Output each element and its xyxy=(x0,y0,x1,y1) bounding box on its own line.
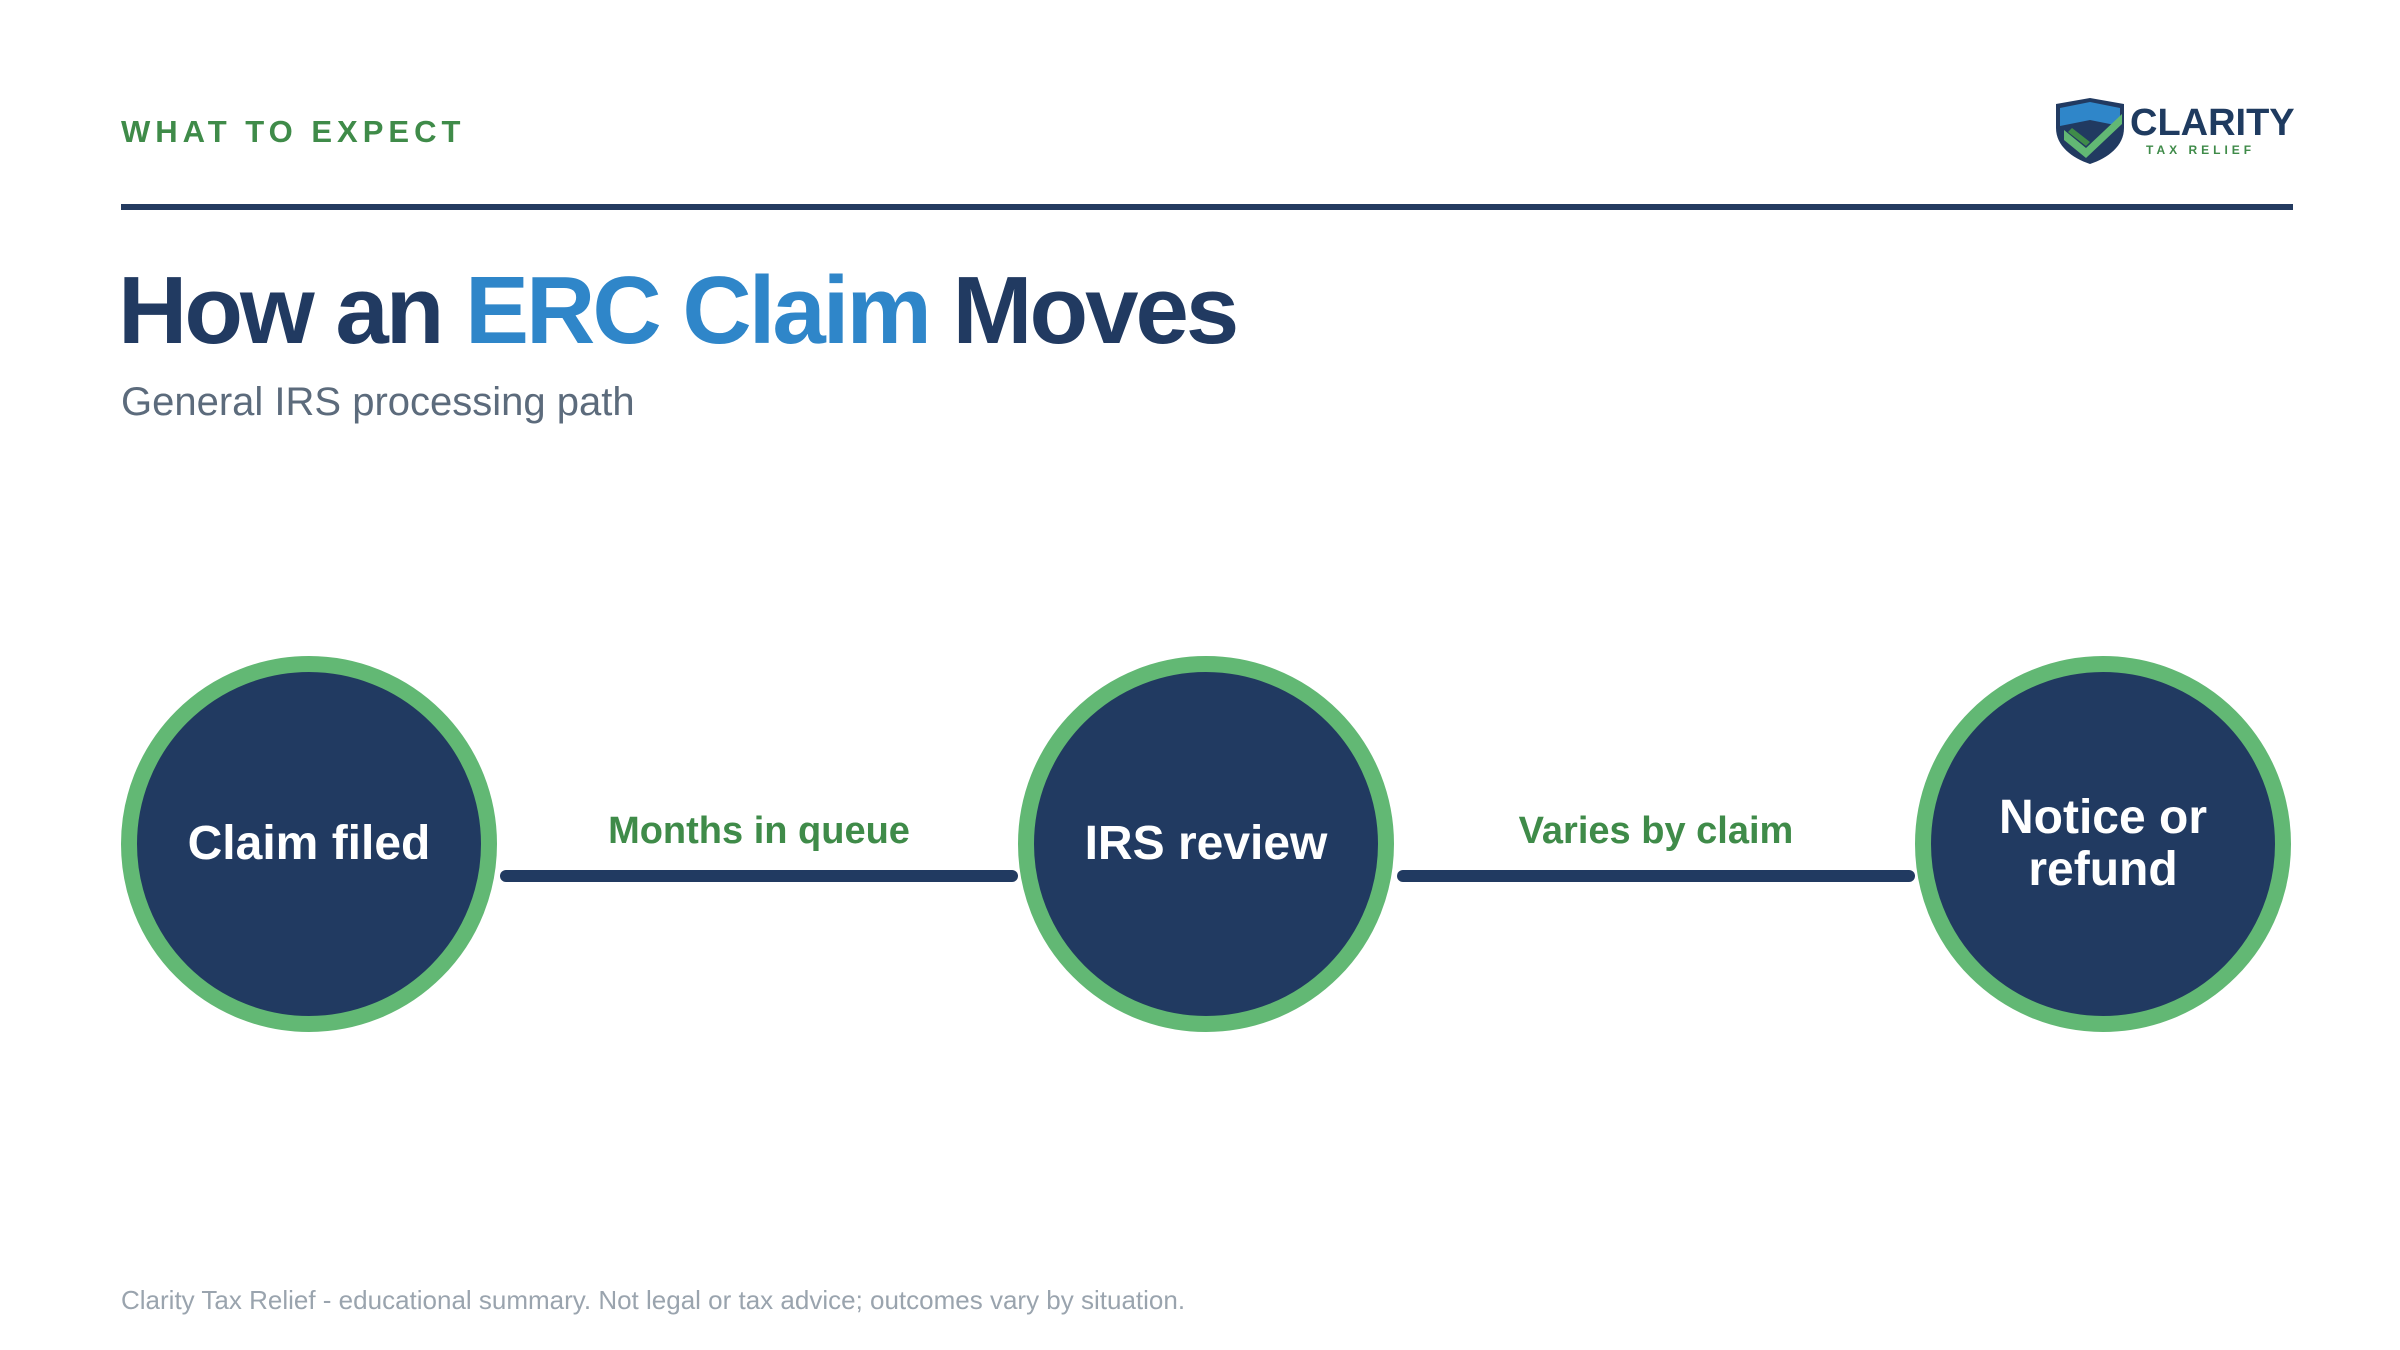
page-subtitle: General IRS processing path xyxy=(121,380,635,424)
logo-tagline: TAX RELIEF xyxy=(2146,143,2256,157)
clarity-logo: CLARITY TAX RELIEF xyxy=(2050,96,2295,166)
shield-check-icon xyxy=(2056,98,2124,164)
flow-connector-label-2: Varies by claim xyxy=(1518,810,1794,852)
flow-node-label: IRS review xyxy=(1084,817,1328,871)
title-accent: ERC Claim xyxy=(465,257,932,364)
title-part-1: How an xyxy=(118,257,466,364)
flow-node-notice-or-refund: Notice or refund xyxy=(1915,656,2291,1032)
flow-connector-2 xyxy=(1397,870,1915,882)
title-part-2: Moves xyxy=(928,257,1239,364)
flow-node-label: Notice or refund xyxy=(1998,791,2208,896)
page-title: How an ERC Claim Moves xyxy=(118,257,1239,364)
flow-node-irs-review: IRS review xyxy=(1018,656,1394,1032)
header-divider xyxy=(121,204,2293,210)
flow-connector-1 xyxy=(500,870,1018,882)
section-eyebrow: WHAT TO EXPECT xyxy=(121,114,466,149)
flow-connector-label-1: Months in queue xyxy=(608,810,910,852)
logo-wordmark: CLARITY xyxy=(2130,102,2295,144)
flow-node-label: Claim filed xyxy=(187,817,431,871)
flow-node-claim-filed: Claim filed xyxy=(121,656,497,1032)
disclaimer-footer: Clarity Tax Relief - educational summary… xyxy=(121,1285,1186,1315)
